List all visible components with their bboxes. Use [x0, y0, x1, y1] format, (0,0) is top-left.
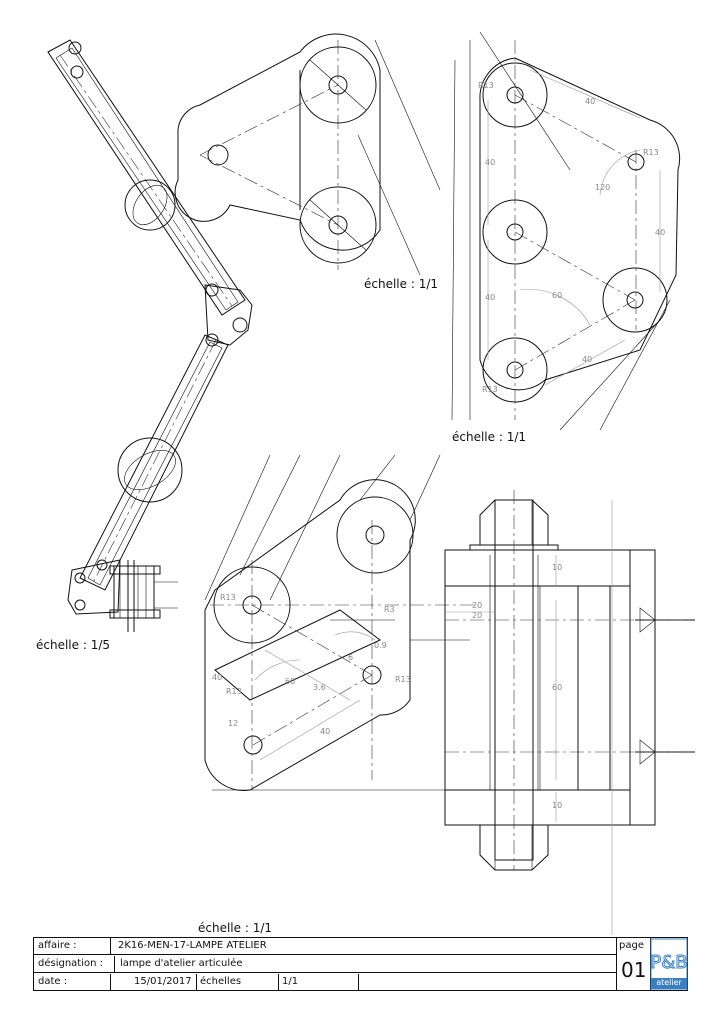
scale-label-bottom: échelle : 1/1 — [198, 921, 273, 935]
dim-top-right-4: 40 — [485, 158, 495, 167]
lamp-assembly-view — [47, 39, 253, 632]
dim-bottom-left-4: R13 — [395, 675, 411, 684]
dim-top-right-3: 120 — [595, 183, 610, 192]
divider — [110, 938, 111, 955]
divider — [114, 956, 115, 973]
dim-top-right-9: R13 — [482, 385, 498, 394]
dim-bottom-left-10: 6 — [348, 653, 353, 662]
designation-value: lampe d'atelier articulée — [120, 958, 243, 969]
dim-bottom-left-0: R13 — [220, 593, 236, 602]
dim-bottom-left-8: 40 — [320, 727, 330, 736]
bolt-section-view — [444, 490, 695, 935]
scale-label-top-right: échelle : 1/1 — [452, 430, 527, 444]
dim-top-right-1: 40 — [585, 97, 595, 106]
divider — [110, 974, 111, 991]
dim-bottom-left-7: 60 — [285, 677, 295, 686]
dim-top-right-2: R13 — [643, 148, 659, 157]
scale-label-top-middle: échelle : 1/1 — [364, 277, 439, 291]
bottom-plate-view — [204, 454, 475, 791]
divider — [358, 974, 359, 991]
dim-bottom-left-9: 3.6 — [313, 683, 326, 692]
affaire-label: affaire : — [38, 940, 77, 951]
dim-top-right-0: R13 — [478, 81, 494, 90]
row-affaire: affaire : 2K16-MEN-17-LAMPE ATELIER — [34, 938, 616, 955]
dim-bottom-left-5: R13 — [226, 687, 242, 696]
page-label: page — [619, 940, 644, 951]
echelles-label: échelles — [200, 976, 242, 987]
divider — [616, 938, 617, 991]
row-date: date : 15/01/2017 échelles 1/1 — [34, 974, 616, 990]
dim-bottom-right-2: 60 — [552, 683, 562, 692]
dimension-labels: R13 40 R13 120 40 40 60 40 40 R13 R13 R3… — [212, 81, 665, 810]
dim-top-right-8: 40 — [582, 355, 592, 364]
logo-mark: P&B — [650, 952, 687, 973]
dim-top-right-5: 40 — [655, 228, 665, 237]
dim-bottom-right-0: 20 — [472, 601, 482, 610]
divider — [196, 974, 197, 991]
date-label: date : — [38, 976, 68, 987]
dim-bottom-right-1: 10 — [552, 563, 562, 572]
date-value: 15/01/2017 — [134, 976, 192, 987]
dim-bottom-left-3: 0.9 — [374, 641, 387, 650]
dim-bottom-left-11: 40 — [212, 673, 222, 682]
dim-top-right-7: 40 — [485, 293, 495, 302]
row-designation: désignation : lampe d'atelier articulée — [34, 956, 616, 973]
scale-label-left-assembly: échelle : 1/5 — [36, 638, 111, 652]
dim-top-right-6: 60 — [552, 291, 562, 300]
affaire-value: 2K16-MEN-17-LAMPE ATELIER — [118, 940, 267, 951]
dim-bottom-left-1: R3 — [384, 605, 395, 614]
page-number: 01 — [621, 958, 647, 982]
echelles-value: 1/1 — [282, 976, 299, 987]
top-plate-view — [174, 33, 441, 276]
dim-bottom-right-3: 10 — [552, 801, 562, 810]
dim-bottom-left-6: 12 — [228, 719, 238, 728]
designation-label: désignation : — [38, 958, 104, 969]
pb-atelier-logo: P&B atelier — [650, 938, 688, 990]
top-right-plate-view — [451, 31, 681, 431]
dim-bottom-left-2: 20 — [472, 611, 482, 620]
logo-text: atelier — [656, 978, 682, 987]
divider — [278, 974, 279, 991]
title-block: affaire : 2K16-MEN-17-LAMPE ATELIER dési… — [33, 937, 688, 991]
